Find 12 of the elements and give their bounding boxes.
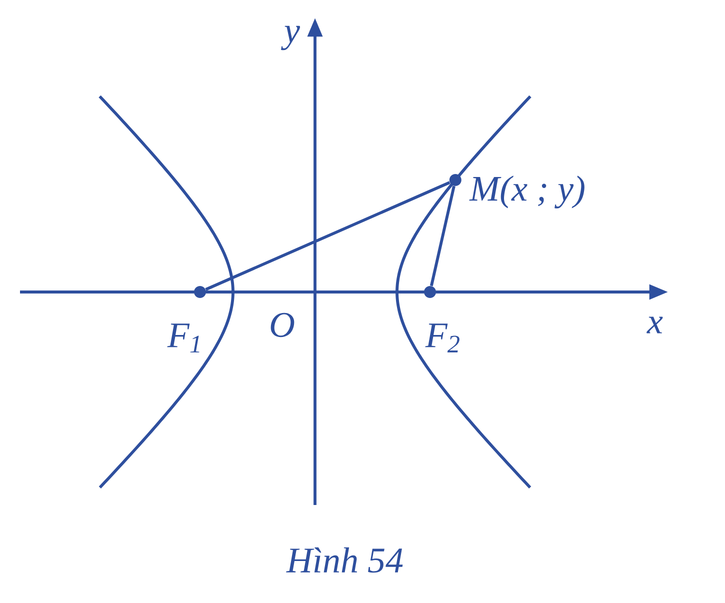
point-label: F$_{2}$ [425, 324, 460, 352]
origin-label: O [270, 312, 294, 338]
caption: Hình 54 [286, 547, 403, 573]
point-label: F$_{1}$ [167, 324, 200, 352]
point-label: M(x ; y) [469, 176, 584, 208]
axis-label: y [281, 26, 300, 50]
line-segment [205, 181, 450, 291]
axis-label: x [646, 316, 663, 334]
point [194, 286, 206, 298]
point [449, 174, 462, 186]
line-segment [430, 186, 456, 286]
point [424, 286, 436, 298]
